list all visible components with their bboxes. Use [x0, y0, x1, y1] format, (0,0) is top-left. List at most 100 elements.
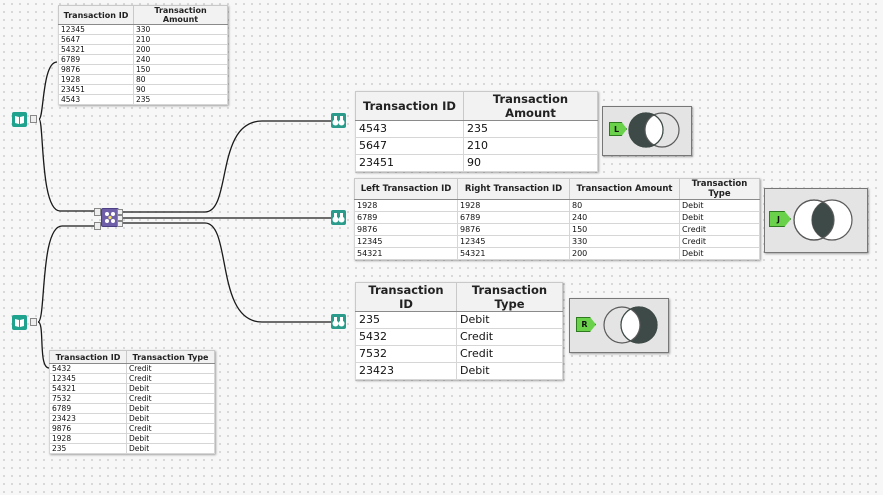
cell: 23423 [355, 362, 457, 380]
cell: 5432 [49, 363, 127, 374]
wire-left-input-to-join [38, 118, 100, 212]
cell: 235 [133, 94, 228, 105]
browse-icon-l[interactable] [331, 113, 346, 128]
cell: Credit [126, 393, 215, 404]
cell: 23451 [355, 154, 464, 172]
cell: 210 [463, 137, 598, 155]
join-output-anchor-j[interactable] [117, 215, 123, 221]
column-header: Transaction Type [456, 282, 563, 312]
cell: Debit [126, 383, 215, 394]
cell: 80 [133, 74, 228, 85]
cell: 240 [133, 54, 228, 65]
join-output-anchor-r[interactable] [117, 221, 123, 227]
cell: 12345 [354, 235, 458, 248]
wire-right-input-to-join [37, 225, 100, 323]
cell: 6789 [58, 54, 134, 65]
cell: 150 [133, 64, 228, 75]
column-header: Transaction ID [58, 5, 134, 25]
cell: Credit [456, 328, 563, 346]
browse-icon-j[interactable] [331, 210, 346, 225]
venn-right-icon [603, 306, 658, 344]
column-header: Transaction ID [355, 91, 464, 121]
cell: 235 [355, 311, 457, 329]
cell: Credit [679, 223, 760, 236]
cell: 9876 [457, 223, 570, 236]
cell: 6789 [457, 211, 570, 224]
cell: 200 [569, 247, 680, 260]
input-data-icon-left[interactable] [12, 112, 27, 127]
cell: 330 [569, 235, 680, 248]
j-output-table: Left Transaction ID Right Transaction ID… [354, 178, 760, 260]
cell: 90 [133, 84, 228, 95]
join-input-anchor-left[interactable] [94, 208, 101, 216]
cell: Debit [456, 311, 563, 329]
cell: 1928 [58, 74, 134, 85]
column-header: Transaction Type [126, 350, 215, 364]
cell: Debit [126, 433, 215, 444]
wire-join-l-to-browse [120, 120, 331, 213]
output-anchor-left-input[interactable] [30, 115, 37, 123]
cell: Credit [456, 345, 563, 363]
cell: 5432 [355, 328, 457, 346]
cell: 9876 [58, 64, 134, 75]
cell: 54321 [457, 247, 570, 260]
cell: 54321 [58, 44, 134, 55]
cell: 12345 [457, 235, 570, 248]
join-glyph-icon [105, 212, 115, 223]
cell: 7532 [355, 345, 457, 363]
browse-icon-r[interactable] [331, 314, 346, 329]
cell: 330 [133, 24, 228, 35]
output-anchor-right-input[interactable] [30, 318, 37, 326]
cell: 7532 [49, 393, 127, 404]
book-icon [15, 319, 24, 327]
cell: Credit [679, 235, 760, 248]
cell: Credit [126, 363, 215, 374]
cell: Credit [126, 423, 215, 434]
cell: Debit [679, 199, 760, 212]
cell: 150 [569, 223, 680, 236]
input-data-icon-right[interactable] [12, 315, 27, 330]
cell: Debit [456, 362, 563, 380]
cell: 9876 [354, 223, 458, 236]
column-header: Right Transaction ID [457, 178, 570, 200]
binoculars-icon [332, 317, 345, 327]
venn-left-icon [628, 112, 680, 148]
wire-join-r-to-browse [120, 222, 331, 323]
cell: 235 [49, 443, 127, 454]
cell: 4543 [58, 94, 134, 105]
cell: 12345 [49, 373, 127, 384]
column-header: Transaction ID [49, 350, 127, 364]
venn-inner-icon [793, 199, 853, 241]
cell: 4543 [355, 120, 464, 138]
column-header: Transaction Type [679, 178, 760, 200]
join-input-anchor-right[interactable] [94, 222, 101, 230]
column-header: Transaction Amount [463, 91, 598, 121]
cell: 1928 [457, 199, 570, 212]
join-output-anchor-l[interactable] [117, 209, 123, 215]
column-header: Transaction ID [355, 282, 457, 312]
join-tool-icon[interactable] [101, 208, 119, 227]
cell: 6789 [49, 403, 127, 414]
